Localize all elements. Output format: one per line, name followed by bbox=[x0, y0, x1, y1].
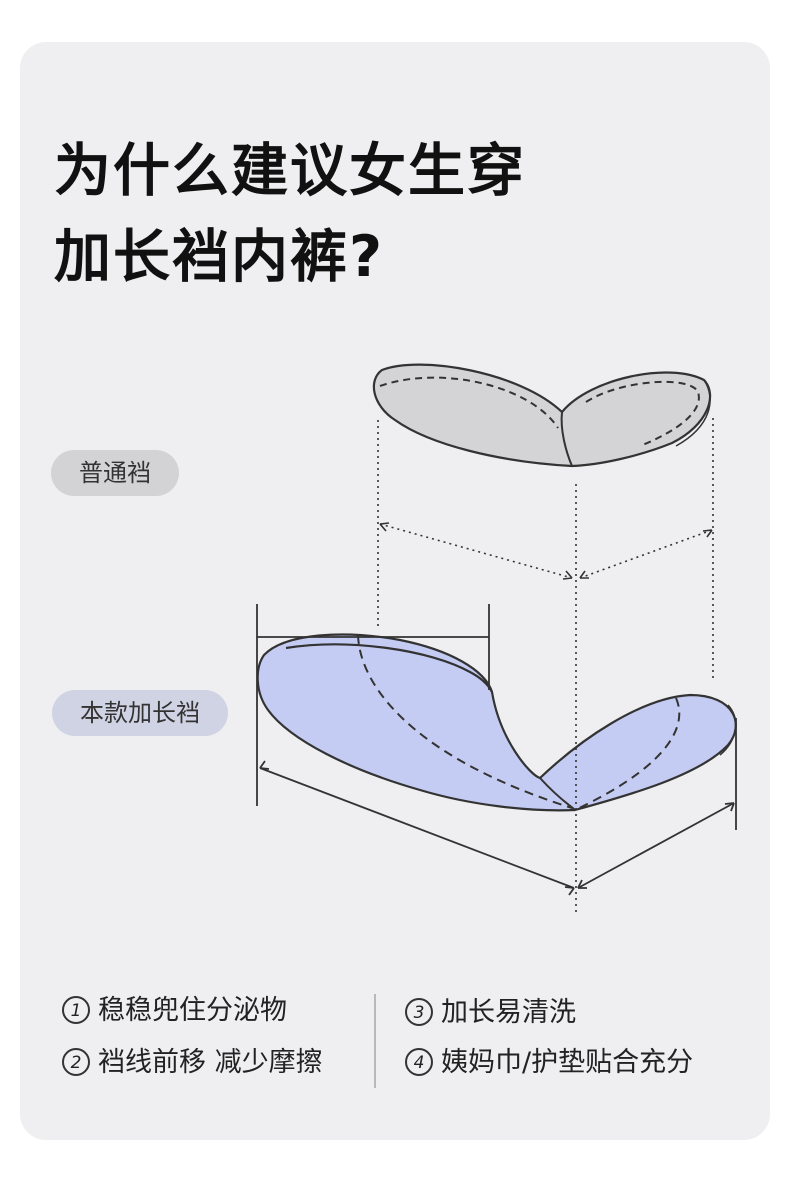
normal-measure-lines bbox=[377, 418, 714, 915]
info-card bbox=[20, 42, 770, 1140]
title-line-2: 加长裆内裤? bbox=[54, 224, 385, 290]
feature-item: 3 加长易清洗 bbox=[405, 993, 576, 1033]
feature-number-badge: 1 bbox=[62, 995, 90, 1024]
feature-item: 4 姨妈巾/护垫贴合充分 bbox=[405, 1043, 693, 1083]
normal-crotch-tag: 普通裆 bbox=[51, 450, 179, 496]
long-crotch-tag: 本款加长裆 bbox=[52, 690, 228, 736]
feature-divider bbox=[374, 994, 376, 1088]
feature-number-badge: 4 bbox=[405, 1047, 433, 1076]
feature-text: 稳稳兜住分泌物 bbox=[98, 995, 287, 1026]
title-line-1: 为什么建议女生穿 bbox=[54, 138, 526, 204]
feature-number-badge: 2 bbox=[62, 1047, 90, 1076]
page-title: 为什么建议女生穿 加长裆内裤? bbox=[54, 128, 526, 300]
normal-crotch-shape bbox=[372, 363, 712, 468]
feature-text: 姨妈巾/护垫贴合充分 bbox=[441, 1047, 694, 1078]
feature-number-badge: 3 bbox=[405, 997, 433, 1026]
feature-item: 1 稳稳兜住分泌物 bbox=[62, 991, 287, 1031]
long-crotch-shape bbox=[256, 633, 737, 812]
feature-text: 裆线前移 减少摩擦 bbox=[98, 1047, 323, 1078]
feature-text: 加长易清洗 bbox=[441, 997, 576, 1028]
feature-item: 2 裆线前移 减少摩擦 bbox=[62, 1043, 323, 1083]
long-measure-lines bbox=[256, 604, 737, 896]
